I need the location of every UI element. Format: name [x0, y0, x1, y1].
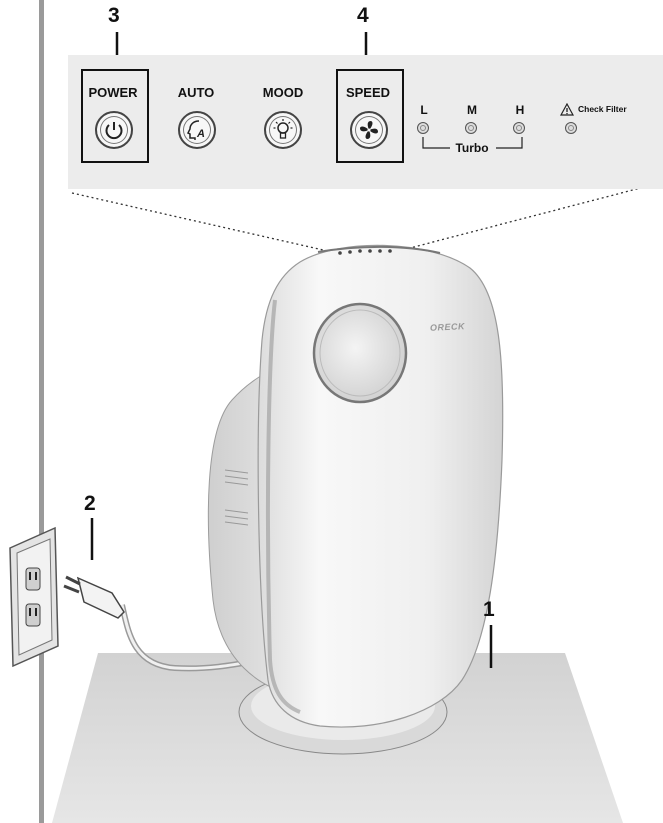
auto-button[interactable]: A — [178, 111, 216, 149]
callout-number-1: 1 — [483, 598, 495, 621]
zoom-line-right — [409, 184, 653, 249]
power-highlight-box — [81, 69, 149, 163]
air-outlet-opening — [312, 302, 408, 404]
speed-highlight-box — [336, 69, 404, 163]
auto-button-label: AUTO — [177, 85, 215, 100]
speed-medium-label: M — [467, 103, 477, 117]
wall-edge — [39, 0, 44, 823]
check-filter-indicator — [565, 122, 577, 134]
callout-number-2: 2 — [84, 492, 96, 515]
speed-button-label: SPEED — [345, 85, 391, 100]
mood-button-label: MOOD — [262, 85, 304, 100]
speed-medium-indicator — [465, 122, 477, 134]
speed-low-label: L — [420, 103, 428, 117]
auto-icon: A — [186, 120, 205, 140]
wall-outlet — [9, 526, 59, 668]
speed-high-indicator — [513, 122, 525, 134]
brand-logo: ORECK — [429, 321, 466, 333]
power-icon — [105, 122, 123, 140]
warning-triangle-icon — [560, 103, 574, 116]
turbo-bracket — [422, 137, 523, 149]
power-cord — [63, 575, 261, 672]
callout-number-4: 4 — [357, 4, 369, 27]
speed-high-label: H — [515, 103, 525, 117]
power-button-label: POWER — [88, 85, 138, 100]
power-button[interactable] — [95, 111, 133, 149]
fan-icon — [360, 121, 378, 139]
speed-low-indicator — [417, 122, 429, 134]
zoom-line-left — [71, 192, 333, 253]
svg-text:A: A — [196, 128, 205, 140]
check-filter-label: Check Filter — [578, 104, 627, 114]
callout-number-3: 3 — [108, 4, 120, 27]
turbo-label: Turbo — [455, 141, 489, 155]
speed-button[interactable] — [350, 111, 388, 149]
control-panel: POWER AUTO A MOOD — [68, 55, 663, 189]
mood-bulb-icon — [273, 119, 293, 139]
mood-button[interactable] — [264, 111, 302, 149]
